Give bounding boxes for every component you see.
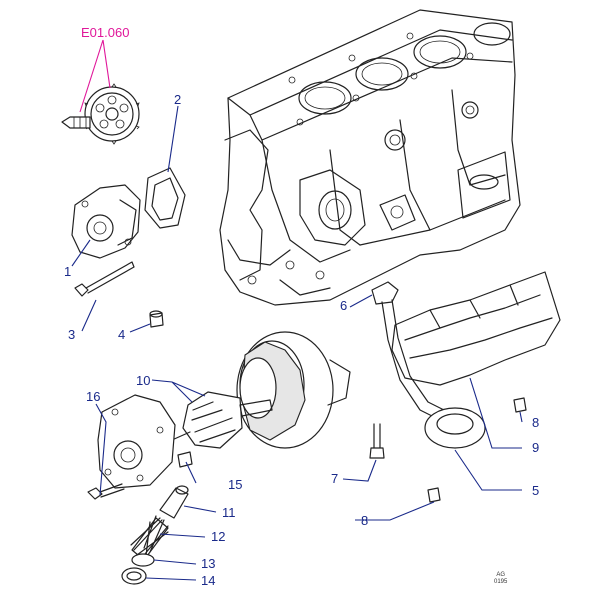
callout-5: 5 [532, 483, 540, 498]
small-plug [177, 451, 193, 468]
pump-rotor [171, 391, 273, 449]
oil-pump-body [236, 331, 351, 449]
pickup-bolt [369, 423, 385, 459]
group-code-label: E01.060 [81, 25, 130, 40]
callout-10: 10 [136, 373, 151, 388]
callout-12: 12 [211, 529, 226, 544]
drawing-stamp: AG 0195 [494, 572, 507, 586]
relief-valve-plunger [159, 485, 189, 519]
stamp-line-1: AG [496, 572, 506, 578]
callout-7: 7 [331, 471, 339, 486]
engine-block [219, 9, 521, 306]
callout-6: 6 [340, 298, 348, 313]
callout-11: 11 [222, 505, 236, 520]
oil-strainer [424, 407, 486, 449]
callout-9: 9 [532, 440, 540, 455]
relief-valve-cap [121, 567, 147, 585]
nut-right [513, 397, 527, 413]
callout-13: 13 [201, 556, 216, 571]
callout-1: 1 [64, 264, 72, 279]
callout-8-lower: 8 [361, 513, 369, 528]
oil-pickup-tube [371, 281, 449, 421]
sprocket-bolt [61, 116, 91, 129]
relief-valve-washer [131, 553, 155, 567]
callout-2: 2 [174, 92, 182, 107]
oil-pump-housing [71, 184, 141, 259]
front-cover-gasket [144, 167, 186, 229]
relief-valve-spring [130, 515, 169, 561]
pump-bolt [87, 483, 125, 500]
stamp-line-2: 0195 [494, 579, 508, 585]
callout-8-right: 8 [532, 415, 540, 430]
callout-15: 15 [228, 477, 243, 492]
callout-3: 3 [68, 327, 76, 342]
callout-16: 16 [86, 389, 101, 404]
camshaft-sprocket [84, 83, 140, 145]
pump-front-plate [97, 394, 176, 489]
long-bolt [74, 261, 135, 297]
callout-4: 4 [118, 327, 126, 342]
leader-lines [71, 39, 523, 581]
callout-14: 14 [201, 573, 216, 588]
oil-baffle-plate [391, 271, 561, 386]
dowel-sleeve [149, 310, 164, 328]
nut-lower [427, 487, 441, 503]
